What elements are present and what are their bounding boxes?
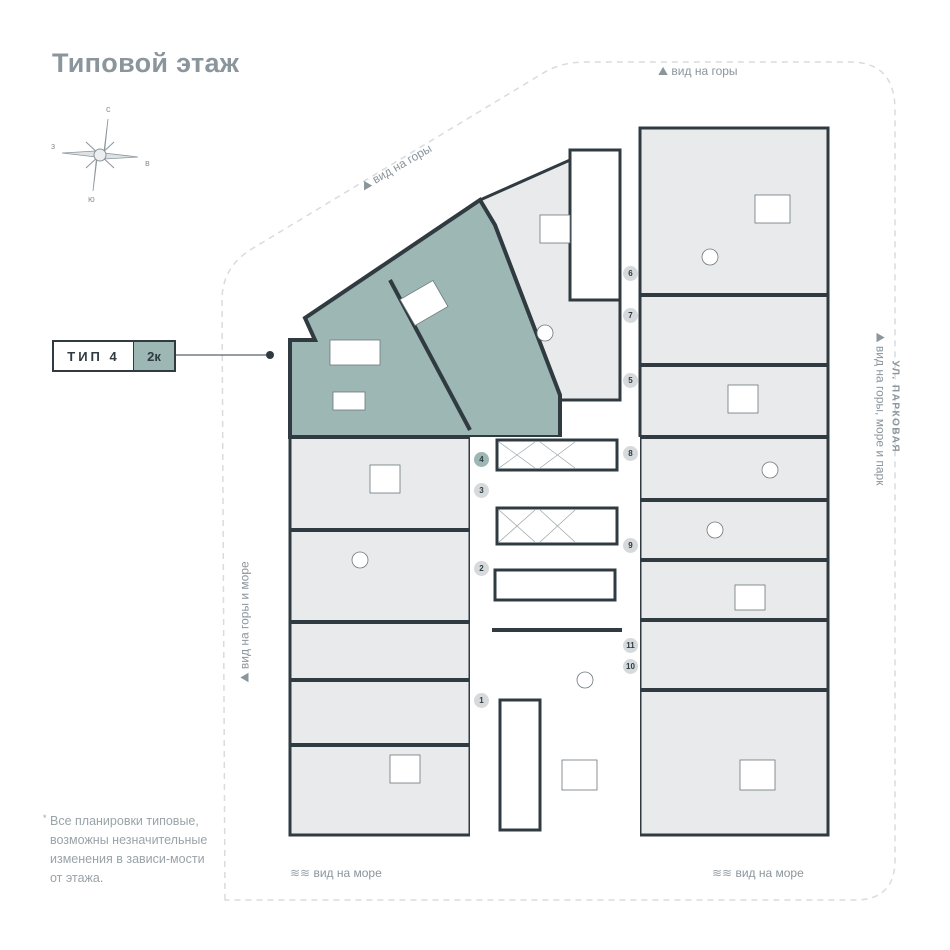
- type-label: ТИП 4: [67, 348, 120, 364]
- view-bottom-left: ≋≋ вид на море: [290, 866, 382, 880]
- site-boundary: [221, 61, 896, 901]
- mountain-icon: ⛰: [873, 332, 888, 346]
- street-name: УЛ. ПАРКОВАЯ: [889, 360, 901, 454]
- apartment-number-2[interactable]: 2: [474, 561, 489, 576]
- apartment-number-6[interactable]: 6: [623, 266, 638, 281]
- view-top: ⛰ вид на горы: [658, 64, 738, 78]
- apartment-number-4[interactable]: 4: [474, 452, 489, 467]
- apartment-type-tag[interactable]: ТИП 4 2к: [52, 340, 176, 372]
- view-right: ⛰ вид на горы, море и парк: [873, 332, 888, 486]
- mountain-icon: ⛰: [237, 669, 252, 683]
- apartment-number-3[interactable]: 3: [474, 483, 489, 498]
- apartment-number-8[interactable]: 8: [623, 446, 638, 461]
- rooms-label: 2к: [133, 342, 174, 370]
- compass-east-label: в: [145, 158, 150, 168]
- compass-north-label: с: [106, 104, 111, 114]
- apartment-number-7[interactable]: 7: [623, 308, 638, 323]
- apartment-number-11[interactable]: 11: [623, 638, 638, 653]
- page-title: Типовой этаж: [52, 48, 240, 78]
- apartment-number-5[interactable]: 5: [623, 373, 638, 388]
- mountain-icon: ⛰: [658, 64, 672, 78]
- waves-icon: ≋≋: [290, 866, 314, 880]
- compass-south-label: ю: [88, 194, 95, 204]
- apartment-number-9[interactable]: 9: [623, 538, 638, 553]
- waves-icon: ≋≋: [712, 866, 736, 880]
- footnote: * Все планировки типовые, возможны незна…: [43, 813, 208, 885]
- compass-rose-icon: [61, 118, 139, 192]
- compass-west-label: з: [51, 141, 56, 151]
- apartment-number-10[interactable]: 10: [623, 659, 638, 674]
- apartment-number-1[interactable]: 1: [474, 693, 489, 708]
- view-bottom-right: ≋≋ вид на море: [712, 866, 804, 880]
- view-left: ⛰ вид на горы и море: [237, 561, 252, 683]
